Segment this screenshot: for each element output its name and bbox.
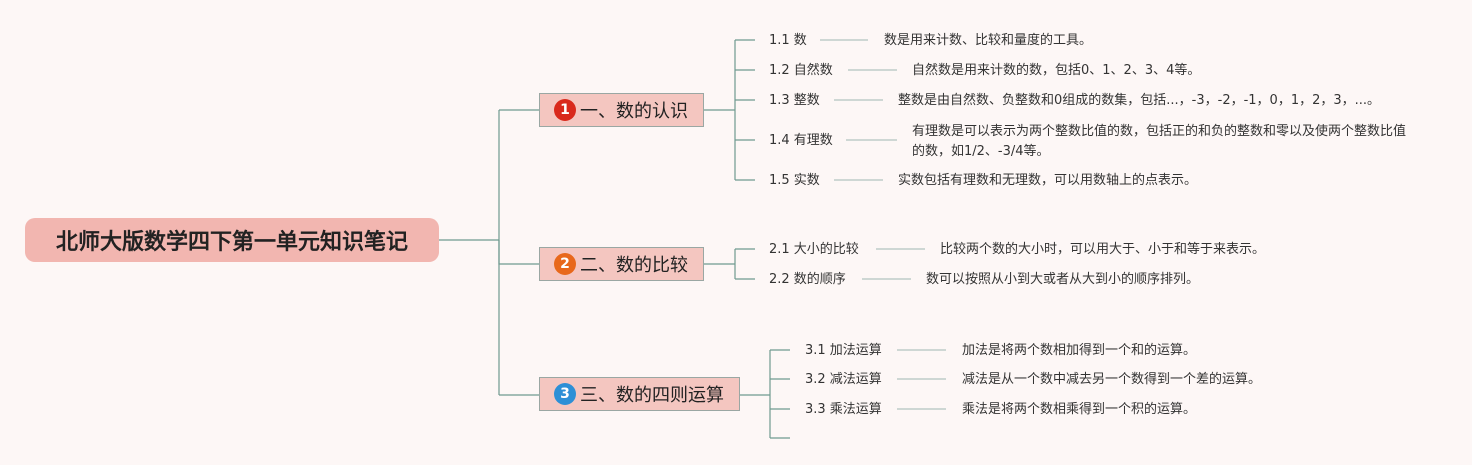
root-title: 北师大版数学四下第一单元知识笔记	[55, 230, 408, 255]
number-badge-3-icon: 3	[554, 383, 576, 405]
leaf-desc-1-1: 数是用来计数、比较和量度的工具。	[884, 33, 1093, 48]
branch-title-3: 三、数的四则运算	[580, 385, 724, 406]
leaf-desc-3-1: 加法是将两个数相加得到一个和的运算。	[962, 343, 1197, 358]
leaf-desc-3-3: 乘法是将两个数相乘得到一个积的运算。	[962, 402, 1197, 417]
root-node[interactable]: 北师大版数学四下第一单元知识笔记	[25, 218, 439, 262]
branch-node-3[interactable]: 3 三、数的四则运算	[539, 377, 740, 411]
leaf-desc-1-3: 整数是由自然数、负整数和0组成的数集，包括...，-3，-2，-1，0，1，2，…	[898, 93, 1381, 108]
number-badge-2-icon: 2	[554, 253, 576, 275]
branch-title-1: 一、数的认识	[580, 101, 688, 122]
leaf-label-2-2[interactable]: 2.2 数的顺序	[769, 272, 846, 287]
leaf-desc-2-1: 比较两个数的大小时，可以用大于、小于和等于来表示。	[940, 242, 1266, 257]
leaf-label-3-3[interactable]: 3.3 乘法运算	[805, 402, 882, 417]
leaf-label-3-1[interactable]: 3.1 加法运算	[805, 343, 882, 358]
branch-node-2[interactable]: 2 二、数的比较	[539, 247, 704, 281]
number-badge-1-icon: 1	[554, 99, 576, 121]
branch-title-2: 二、数的比较	[580, 255, 688, 276]
leaf-label-3-2[interactable]: 3.2 减法运算	[805, 372, 882, 387]
leaf-label-2-1[interactable]: 2.1 大小的比较	[769, 242, 859, 257]
leaf-desc-1-4: 有理数是可以表示为两个整数比值的数，包括正的和负的整数和零以及使两个整数比值的数…	[912, 124, 1407, 159]
leaf-desc-1-5: 实数包括有理数和无理数，可以用数轴上的点表示。	[898, 173, 1198, 188]
leaf-desc-3-2: 减法是从一个数中减去另一个数得到一个差的运算。	[962, 372, 1262, 387]
leaf-label-1-2[interactable]: 1.2 自然数	[769, 63, 833, 78]
leaf-desc-2-2: 数可以按照从小到大或者从大到小的顺序排列。	[926, 272, 1200, 287]
leaf-label-1-1[interactable]: 1.1 数	[769, 33, 807, 48]
leaf-label-1-3[interactable]: 1.3 整数	[769, 93, 820, 108]
leaf-label-1-4[interactable]: 1.4 有理数	[769, 133, 833, 148]
branch-node-1[interactable]: 1 一、数的认识	[539, 93, 704, 127]
leaf-desc-1-2: 自然数是用来计数的数，包括0、1、2、3、4等。	[912, 63, 1201, 78]
leaf-label-1-5[interactable]: 1.5 实数	[769, 173, 820, 188]
